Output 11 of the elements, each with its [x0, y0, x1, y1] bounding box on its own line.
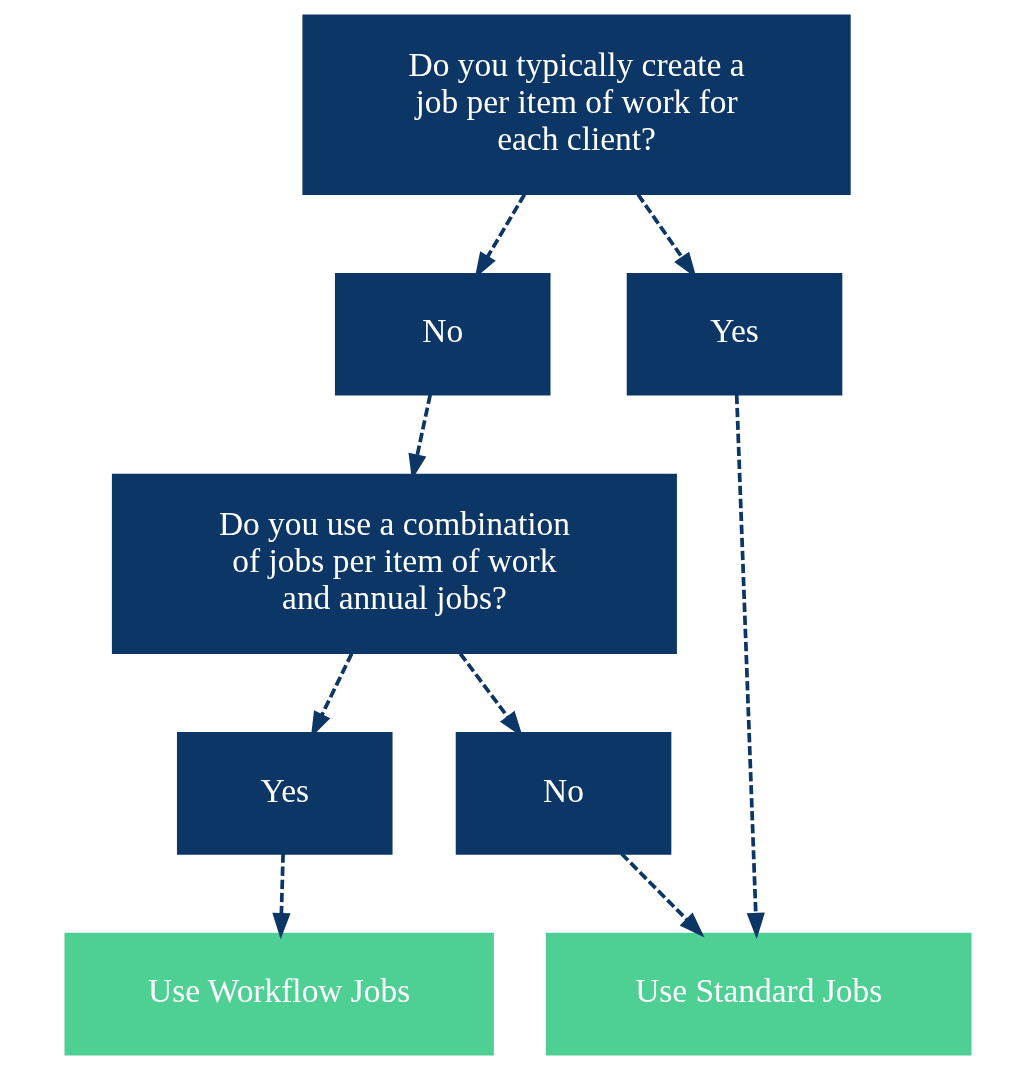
arrow [734, 394, 765, 939]
node-box: Use Workflow Jobs [64, 932, 494, 1056]
node-box: Do you typically create a job per item of work for each client? [301, 14, 851, 195]
node-box: Yes [176, 732, 393, 855]
node-box: Use Standard Jobs [545, 932, 971, 1056]
node-box: Do you use a combination of jobs per item of work and annual jobs? [111, 473, 677, 654]
node-box: No [334, 272, 551, 396]
arrow [271, 853, 291, 940]
node-box: No [455, 732, 671, 855]
arrow [619, 852, 704, 938]
node-box: Yes [626, 272, 842, 396]
